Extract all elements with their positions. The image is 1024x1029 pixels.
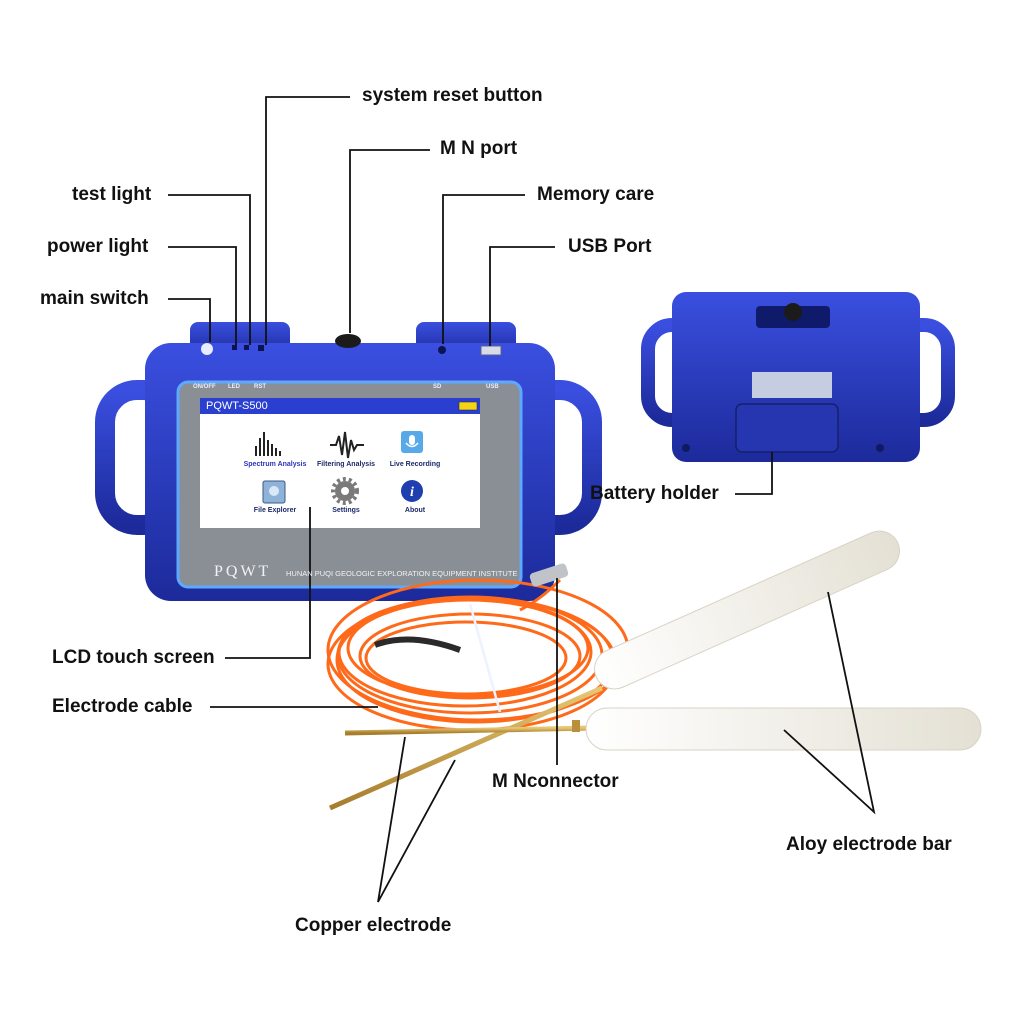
- app-label-about[interactable]: About: [404, 507, 426, 514]
- back-port: [784, 303, 802, 321]
- black-cable-section: [373, 636, 462, 653]
- main-switch-knob[interactable]: [201, 343, 213, 355]
- waveform-icon[interactable]: [330, 431, 364, 459]
- gear-icon[interactable]: [331, 477, 359, 505]
- leader-system-reset: [265, 96, 350, 345]
- back-label-sticker: [752, 372, 832, 398]
- microphone-icon[interactable]: [401, 431, 423, 453]
- reset-button-dot[interactable]: [258, 345, 264, 351]
- leader-main-switch: [168, 298, 211, 342]
- leader-test-light: [168, 194, 251, 345]
- cable-tie: [468, 603, 502, 713]
- leader-power-light: [168, 246, 237, 345]
- mn-connector-plug: [529, 563, 569, 587]
- lcd-screen[interactable]: [200, 398, 480, 528]
- battery-holder-cover[interactable]: [735, 403, 839, 453]
- panel-label-on-off: ON/OFF: [193, 384, 216, 390]
- panel-label-led: LED: [228, 384, 240, 390]
- leader-usb-port: [489, 246, 555, 346]
- callout-alloy-electrode-bar: Aloy electrode bar: [786, 834, 952, 855]
- callout-test-light: test light: [72, 184, 152, 205]
- usb-socket[interactable]: [480, 345, 502, 356]
- app-label-filtering[interactable]: Filtering Analysis: [316, 461, 376, 468]
- panel-label-rst: RST: [254, 384, 266, 390]
- svg-text:i: i: [410, 485, 414, 500]
- panel-label-sd: SD: [433, 384, 442, 390]
- callout-main-switch: main switch: [40, 288, 149, 309]
- back-device: [641, 292, 955, 462]
- callout-system-reset-button: system reset button: [362, 85, 543, 106]
- callout-electrode-cable: Electrode cable: [52, 696, 193, 717]
- back-screw-left: [682, 444, 690, 452]
- app-label-live-recording[interactable]: Live Recording: [389, 461, 441, 468]
- screen-title: PQWT-S500: [206, 400, 268, 412]
- brand-logo-text: PQWT: [214, 563, 272, 580]
- callout-lcd-touch-screen: LCD touch screen: [52, 647, 215, 668]
- callout-usb-port: USB Port: [568, 236, 652, 257]
- folder-icon[interactable]: [262, 480, 286, 504]
- leader-copper-electrode: [377, 736, 456, 903]
- panel-label-usb: USB: [486, 384, 499, 390]
- test-light-dot: [232, 345, 237, 350]
- institute-text: HUNAN PUQI GEOLOGIC EXPLORATION EQUIPMEN…: [286, 569, 518, 578]
- sd-slot[interactable]: [438, 346, 446, 354]
- leader-memory-care: [442, 194, 525, 344]
- screen-title-bar: [200, 398, 480, 414]
- leader-mn-port: [349, 149, 430, 333]
- info-icon[interactable]: i: [401, 480, 423, 502]
- leader-lines: [168, 96, 876, 903]
- spectrum-icon[interactable]: [255, 432, 281, 456]
- callout-memory-care: Memory care: [537, 184, 655, 205]
- back-screw-right: [876, 444, 884, 452]
- app-label-file-explorer[interactable]: File Explorer: [253, 507, 297, 514]
- brand-strip: [200, 560, 500, 582]
- main-device: i: [95, 322, 602, 601]
- callout-battery-holder: Battery holder: [590, 483, 719, 504]
- screen-battery: [458, 401, 478, 411]
- callout-mn-port: M N port: [440, 138, 518, 159]
- callout-copper-electrode: Copper electrode: [295, 915, 452, 936]
- mn-port-connector[interactable]: [335, 334, 361, 348]
- leader-battery-holder: [735, 452, 773, 495]
- callout-mn-connector: M Nconnector: [492, 771, 619, 792]
- alloy-electrode-bar-lower: [344, 707, 982, 751]
- app-label-spectrum[interactable]: Spectrum Analysis: [243, 461, 307, 468]
- callout-power-light: power light: [47, 236, 149, 257]
- leader-lcd-screen: [225, 507, 311, 659]
- app-label-settings[interactable]: Settings: [332, 507, 360, 514]
- power-light-dot: [244, 345, 249, 350]
- leader-alloy-bar: [783, 591, 876, 815]
